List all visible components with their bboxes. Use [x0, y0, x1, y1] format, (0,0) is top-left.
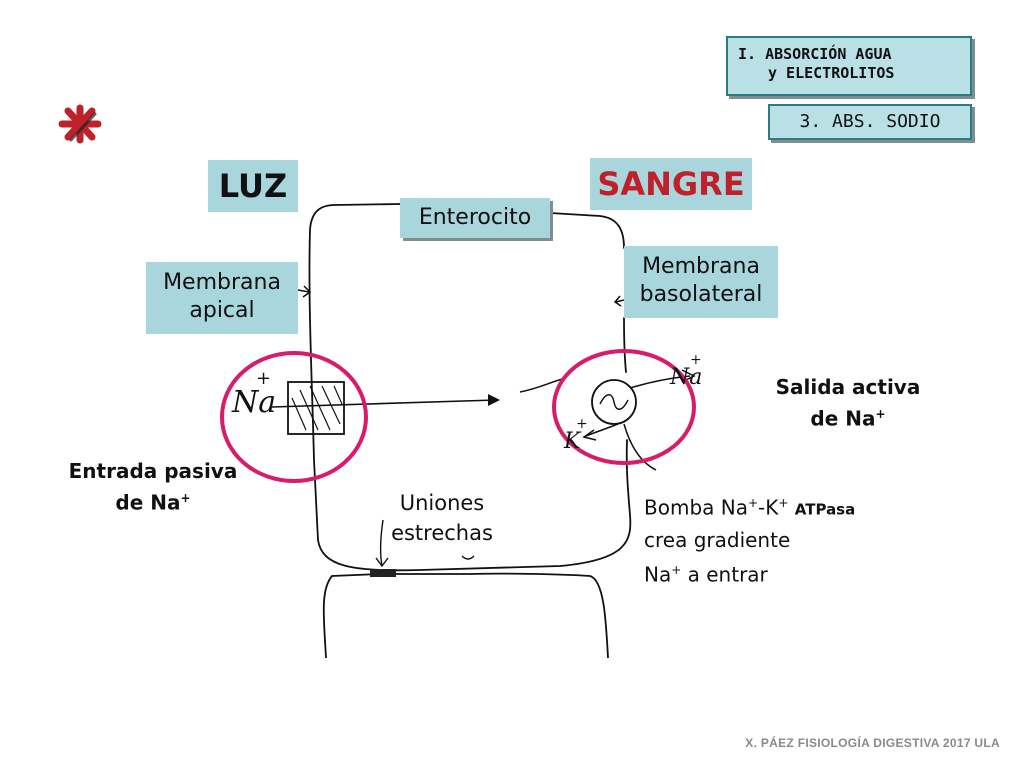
- uniones-line1: Uniones: [399, 491, 485, 515]
- salida-activa-label: Salida activa de Na+: [748, 374, 948, 433]
- tight-junction: [370, 569, 396, 577]
- subsection-title: 3. ABS. SODIO: [768, 104, 972, 140]
- membrana-apical-line2: apical: [189, 298, 255, 323]
- membrana-basolateral-label: Membrana basolateral: [624, 246, 778, 318]
- uniones-line2: estrechas: [391, 521, 493, 545]
- bomba-sup1: +: [747, 496, 759, 510]
- apical-highlight-circle: [220, 351, 368, 483]
- bomba-line1: Bomba Na+-K+ ATPasa: [644, 488, 904, 525]
- salida-line2-text: de Na: [810, 406, 876, 431]
- entrada-line1: Entrada pasiva: [68, 459, 238, 483]
- lower-cell-outline: [322, 572, 609, 659]
- basolateral-highlight-circle: [552, 349, 696, 465]
- bomba-line2: crea gradiente: [644, 527, 791, 552]
- entrada-sup: +: [180, 491, 191, 505]
- entrada-line2-text: de Na: [115, 490, 181, 515]
- bomba-label: Bomba Na+-K+ ATPasa crea gradiente Na+ a…: [644, 488, 904, 589]
- entrada-pasiva-label: Entrada pasiva de Na+: [48, 458, 258, 517]
- hand-plus-right: +: [690, 352, 702, 368]
- salida-line2: de Na+: [748, 401, 948, 433]
- salida-line1: Salida activa: [775, 375, 921, 399]
- cell-outline: [308, 203, 632, 572]
- pump-icon: [591, 379, 637, 425]
- hand-na-left: Na: [231, 385, 276, 420]
- section-title-line2: y ELECTROLITOS: [768, 64, 895, 82]
- sangre-label: SANGRE: [590, 158, 752, 210]
- hand-k: K: [563, 429, 582, 454]
- bomba-line3-pre: Na: [644, 562, 672, 587]
- luz-label: LUZ: [208, 160, 298, 212]
- enterocito-label: Enterocito: [400, 198, 550, 238]
- na-channel: [287, 381, 345, 435]
- hand-plus-left: +: [256, 368, 271, 389]
- bomba-pre: Bomba Na: [644, 495, 748, 520]
- membrana-apical-line1: Membrana: [163, 270, 281, 295]
- hand-plus-k: +: [576, 416, 588, 432]
- bomba-sup2: +: [778, 496, 789, 510]
- bomba-line3-post: a entrar: [681, 562, 768, 587]
- bomba-mid: -K: [758, 495, 779, 520]
- asterisk-icon: [58, 104, 102, 144]
- membrana-basolateral-line2: basolateral: [639, 282, 763, 307]
- membrana-basolateral-line1: Membrana: [642, 254, 760, 279]
- bomba-line3-sup: +: [671, 562, 682, 577]
- section-title-line1: I. ABSORCIÓN AGUA: [738, 45, 892, 63]
- section-title: I. ABSORCIÓN AGUA y ELECTROLITOS: [726, 36, 972, 96]
- entrada-line2: de Na+: [48, 485, 258, 517]
- bomba-line3: Na+ a entrar: [644, 555, 904, 590]
- bomba-atpasa: ATPasa: [794, 500, 856, 519]
- uniones-estrechas-label: Uniones estrechas: [372, 488, 512, 548]
- hand-na-right: Na: [669, 365, 702, 390]
- salida-sup: +: [875, 407, 886, 421]
- footer-credit: X. PÁEZ FISIOLOGÍA DIGESTIVA 2017 ULA: [745, 736, 1000, 750]
- membrana-apical-label: Membrana apical: [146, 262, 298, 334]
